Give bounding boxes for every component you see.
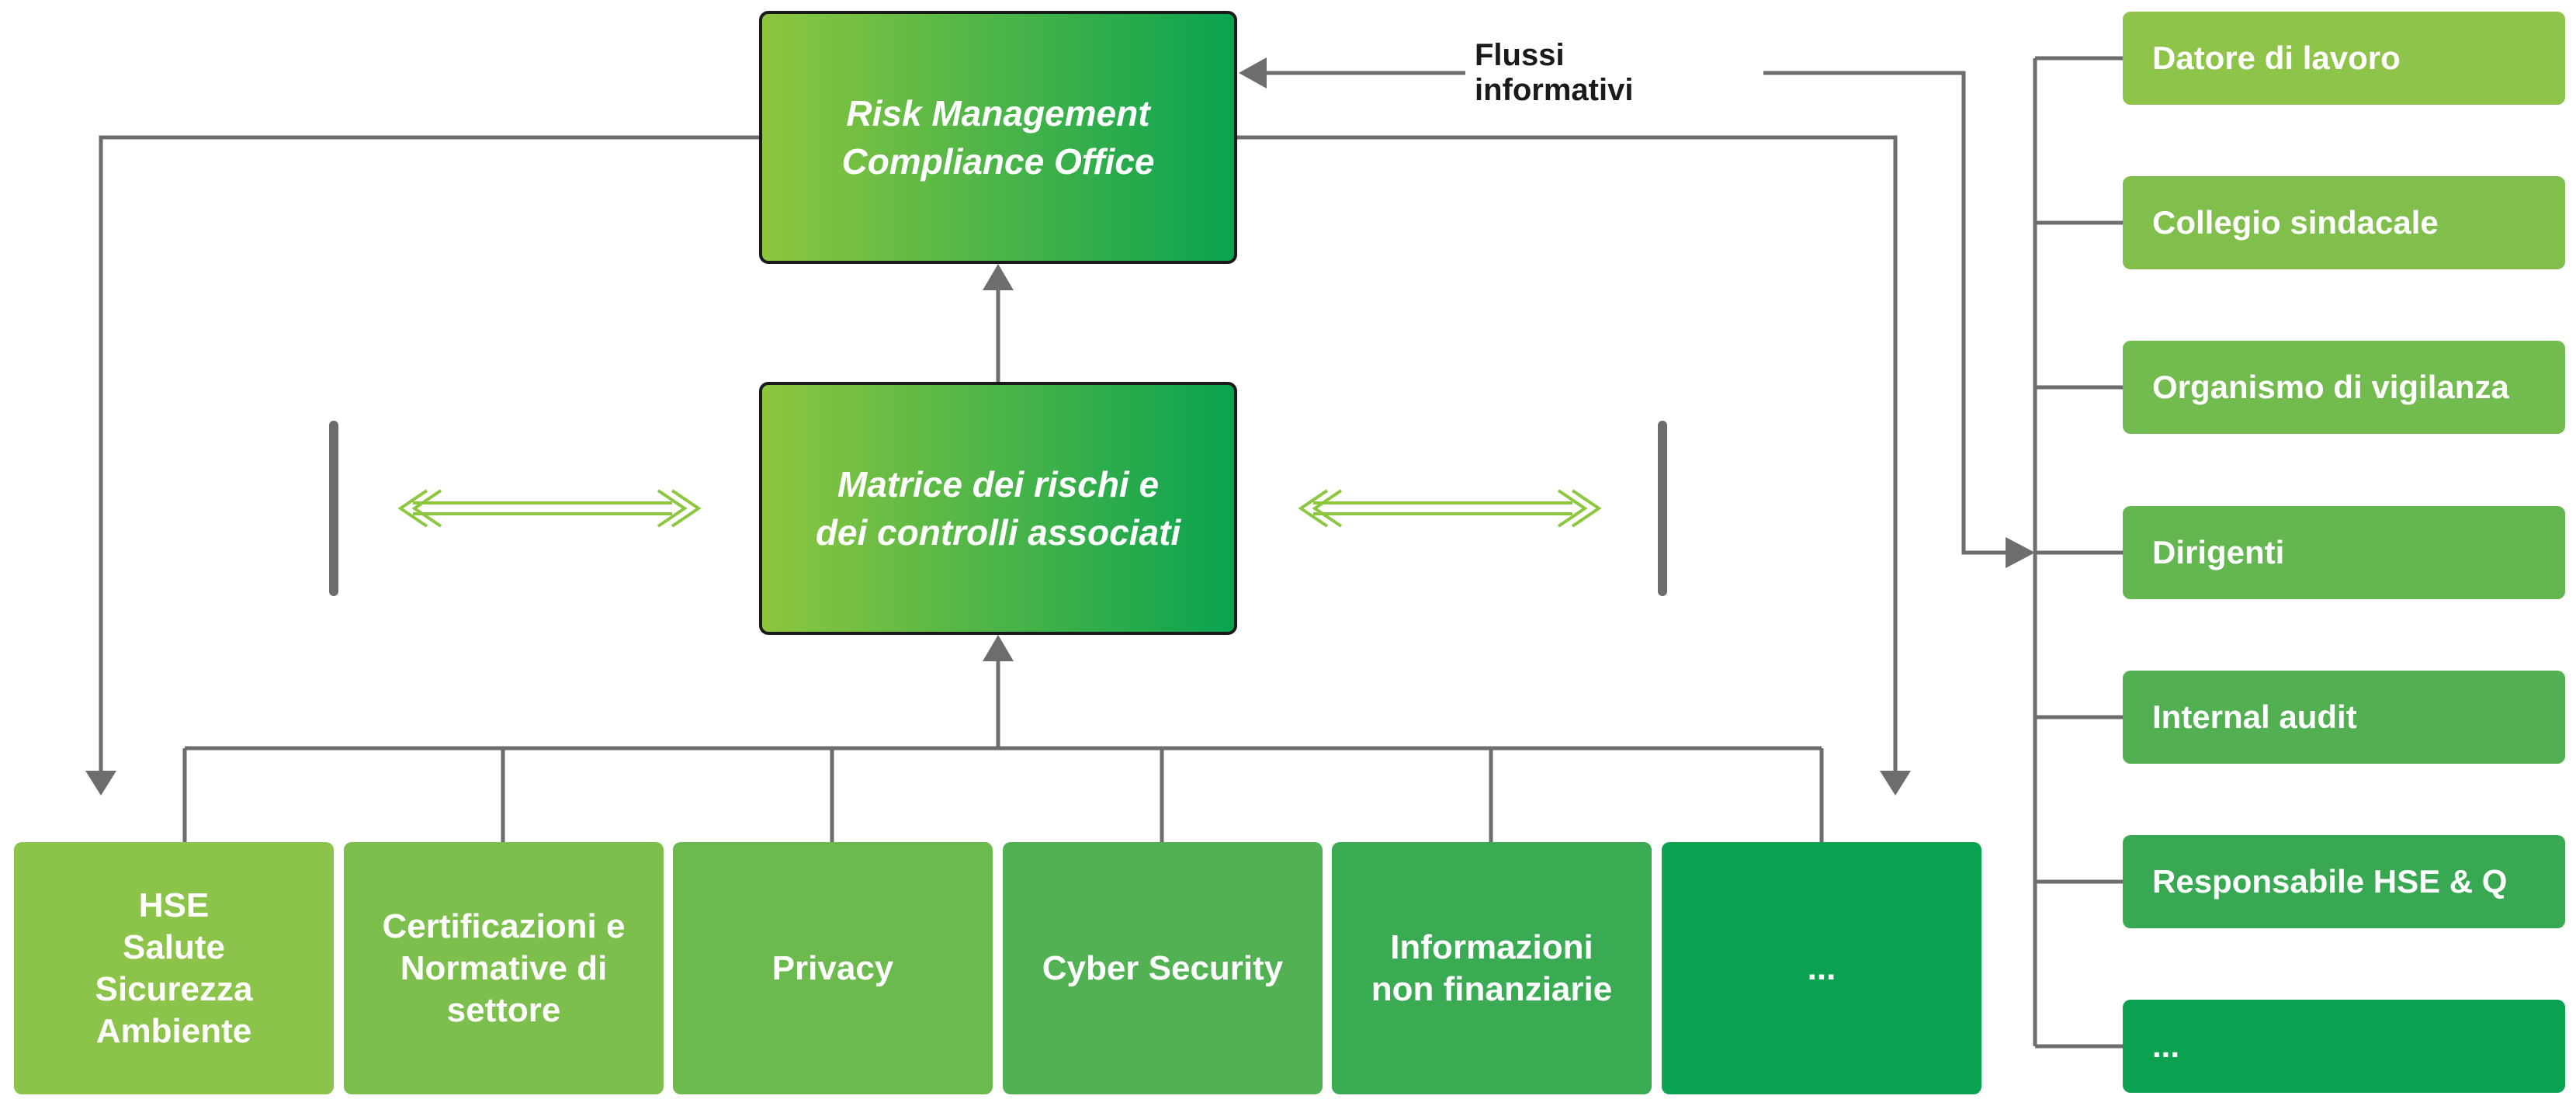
area-box-cyber-security: Cyber Security xyxy=(1003,842,1323,1094)
flow-label: Flussi informativi xyxy=(1475,38,1676,107)
area-box-privacy: Privacy xyxy=(673,842,993,1094)
area-box-certifications: Certificazioni e Normative di settore xyxy=(344,842,664,1094)
area-label-privacy: Privacy xyxy=(771,948,894,987)
risk-control-matrix-box: Matrice dei rischi e dei controlli assoc… xyxy=(759,382,1237,635)
area-label-hse: HSE Salute Sicurezza Ambiente xyxy=(95,886,253,1050)
recipient-box-managers: Dirigenti xyxy=(2123,506,2565,599)
office-to-areas-left-connector xyxy=(99,135,759,772)
recipient-label-more: ... xyxy=(2152,1028,2180,1064)
risk-management-office-box: Risk Management Compliance Office xyxy=(759,11,1237,264)
left-exchange-arrow xyxy=(397,489,702,528)
recipient-box-supervisory-body: Organismo di vigilanza xyxy=(2123,341,2565,434)
recipient-label-supervisory-body: Organismo di vigilanza xyxy=(2152,369,2509,405)
recipient-box-internal-audit: Internal audit xyxy=(2123,671,2565,764)
right-exchange-arrow xyxy=(1298,489,1602,528)
area-box-more: ... xyxy=(1662,842,1981,1094)
recipient-label-internal-audit: Internal audit xyxy=(2152,699,2357,735)
recipient-label-employer: Datore di lavoro xyxy=(2152,40,2401,76)
area-label-certifications: Certificazioni e Normative di settore xyxy=(382,907,626,1029)
recipient-label-hse-q-manager: Responsabile HSE & Q xyxy=(2152,863,2508,900)
area-label-cyber-security: Cyber Security xyxy=(1042,948,1284,987)
arrowhead-areas-right xyxy=(1880,771,1911,796)
recipient-box-statutory-auditors: Collegio sindacale xyxy=(2123,176,2565,269)
arrowhead-flow-recipients xyxy=(2006,537,2035,568)
risk-control-matrix-label: Matrice dei rischi e dei controlli assoc… xyxy=(815,464,1181,553)
flow-to-recipients-connector xyxy=(1763,71,2007,555)
recipient-box-employer: Datore di lavoro xyxy=(2123,12,2565,105)
area-box-hse: HSE Salute Sicurezza Ambiente xyxy=(14,842,334,1094)
area-box-non-financial-info: Informazioni non finanziarie xyxy=(1332,842,1652,1094)
arrowhead-flow-office xyxy=(1239,57,1267,88)
arrowhead-matrix xyxy=(983,635,1014,661)
recipient-label-statutory-auditors: Collegio sindacale xyxy=(2152,204,2439,241)
area-label-non-financial-info: Informazioni non finanziarie xyxy=(1371,927,1613,1008)
recipient-label-managers: Dirigenti xyxy=(2152,534,2285,570)
recipient-box-more: ... xyxy=(2123,1000,2565,1093)
office-to-areas-right-connector xyxy=(1237,135,1898,772)
area-label-more: ... xyxy=(1807,948,1836,987)
recipient-box-hse-q-manager: Responsabile HSE & Q xyxy=(2123,835,2565,928)
arrowhead-office xyxy=(983,264,1014,290)
arrowhead-areas-left xyxy=(85,771,116,796)
risk-management-office-label: Risk Management Compliance Office xyxy=(841,93,1155,182)
